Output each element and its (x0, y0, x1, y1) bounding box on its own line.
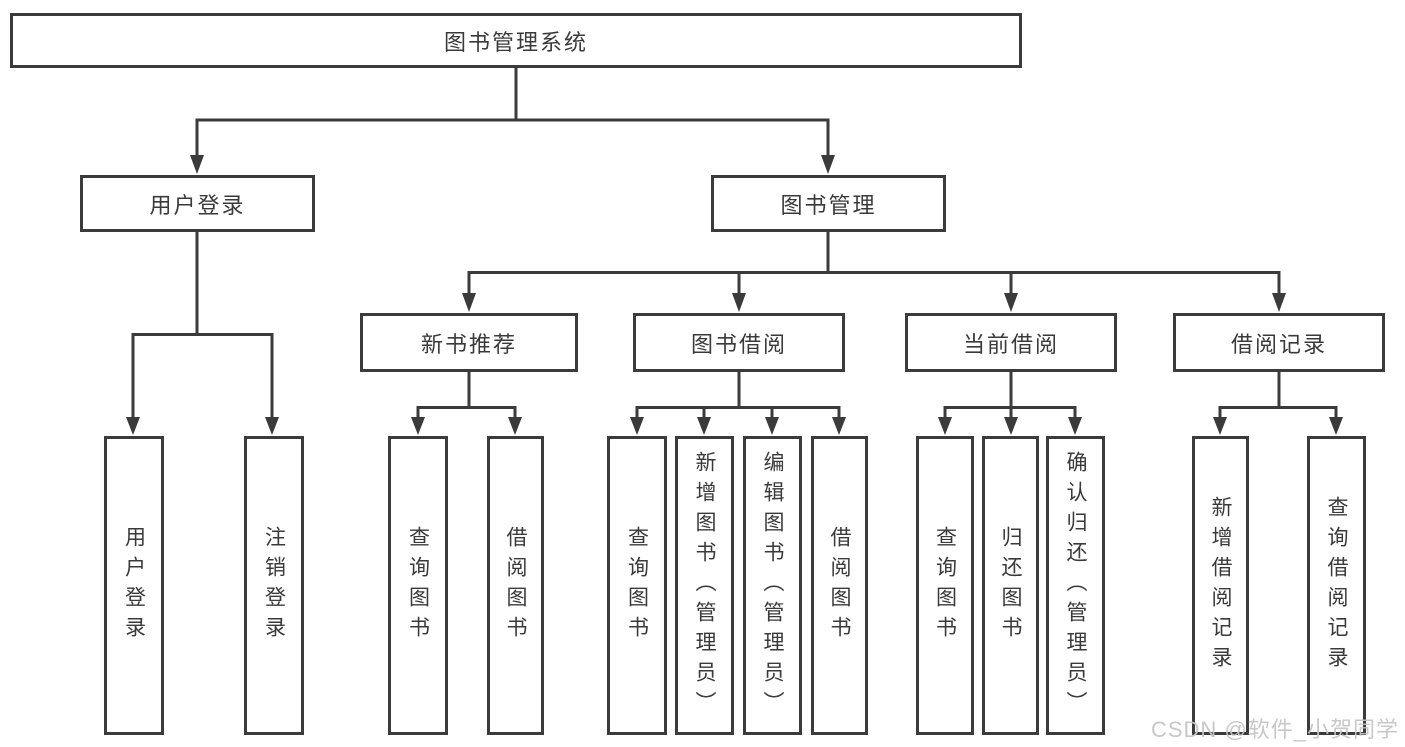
leaf-label: 查询借阅记录 (1325, 495, 1349, 676)
leaf-add-borrow-record: 新增借阅记录 (1192, 436, 1249, 735)
leaf-label: 确认归还（管理员） (1064, 450, 1088, 721)
node-new-book-recommend: 新书推荐 (360, 313, 578, 372)
leaf-label: 查询图书 (933, 525, 957, 646)
leaf-edit-books-admin: 编辑图书（管理员） (743, 436, 802, 735)
leaf-query-books-borrowing: 查询图书 (607, 436, 667, 735)
leaf-label: 查询图书 (406, 525, 430, 646)
leaf-borrow-books-recommend: 借阅图书 (487, 436, 544, 735)
csdn-watermark: CSDN @软件_小贺同学 (1150, 717, 1399, 742)
leaf-query-books-recommend: 查询图书 (388, 436, 448, 735)
leaf-borrow-books: 借阅图书 (811, 436, 868, 735)
node-book-management-module: 图书管理 (711, 175, 946, 232)
leaf-label: 编辑图书（管理员） (761, 450, 785, 721)
leaf-label: 注销登录 (262, 525, 286, 646)
leaf-label: 借阅图书 (504, 525, 528, 646)
node-current-borrowing: 当前借阅 (905, 313, 1117, 372)
leaf-query-borrow-record: 查询借阅记录 (1307, 436, 1366, 735)
leaf-label: 查询图书 (625, 525, 649, 646)
leaf-confirm-return-admin: 确认归还（管理员） (1046, 436, 1105, 735)
leaf-label: 新增图书（管理员） (693, 450, 717, 721)
leaf-add-books-admin: 新增图书（管理员） (675, 436, 734, 735)
node-user-login-module: 用户登录 (80, 175, 315, 232)
leaf-query-books-current: 查询图书 (916, 436, 974, 735)
node-book-borrowing: 图书借阅 (633, 313, 845, 372)
node-root-system: 图书管理系统 (10, 13, 1022, 68)
leaf-return-books: 归还图书 (982, 436, 1039, 735)
leaf-label: 新增借阅记录 (1209, 495, 1233, 676)
node-borrowing-records: 借阅记录 (1173, 313, 1385, 372)
leaf-label: 用户登录 (122, 525, 146, 646)
leaf-logout: 注销登录 (244, 436, 304, 735)
leaf-user-login: 用户登录 (104, 436, 164, 735)
leaf-label: 归还图书 (999, 525, 1023, 646)
leaf-label: 借阅图书 (828, 525, 852, 646)
